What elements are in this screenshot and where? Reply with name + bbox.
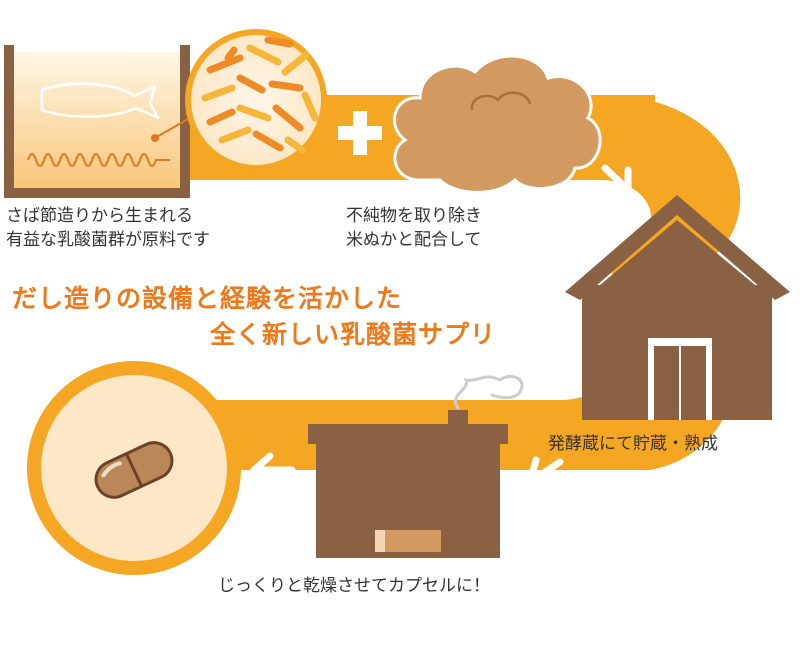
plus-icon [338,111,382,155]
step4-caption: じっくりと乾燥させてカプセルに！ [218,574,490,598]
step2-line1: 不純物を取り除き [346,206,482,226]
capsule-icon [94,441,174,499]
step3-caption: 発酵蔵にて貯蔵・熟成 [548,432,718,456]
step4-line1: じっくりと乾燥させてカプセルに！ [218,576,490,596]
step2-line2: 米ぬかと配合して [346,230,482,250]
fermentation-tank [4,45,196,198]
capsule-product [27,361,241,575]
fermentation-storehouse-icon [565,195,790,420]
drying-kiln-icon [308,375,524,558]
steam-icon [454,375,524,410]
step1-caption: さば節造りから生まれる 有益な乳酸菌群が原料です [6,204,210,252]
arrow-down-left-icon [526,456,564,492]
lactic-acid-bacteria-icon [185,29,327,171]
arrow-left-icon [250,452,296,488]
heater-coil-icon [27,153,170,167]
rice-bran-icon [392,54,602,194]
headline-line1: だし造りの設備と経験を活かした [12,284,403,313]
step1-line2: 有益な乳酸菌群が原料です [6,230,210,250]
arrow-down-right-icon [601,164,632,194]
headline-line2: 全く新しい乳酸菌サプリ [210,320,497,349]
step2-caption: 不純物を取り除き 米ぬかと配合して [346,204,482,252]
mackerel-fish-icon [40,82,160,120]
step3-line1: 発酵蔵にて貯蔵・熟成 [548,434,718,454]
step1-line1: さば節造りから生まれる [6,206,193,226]
